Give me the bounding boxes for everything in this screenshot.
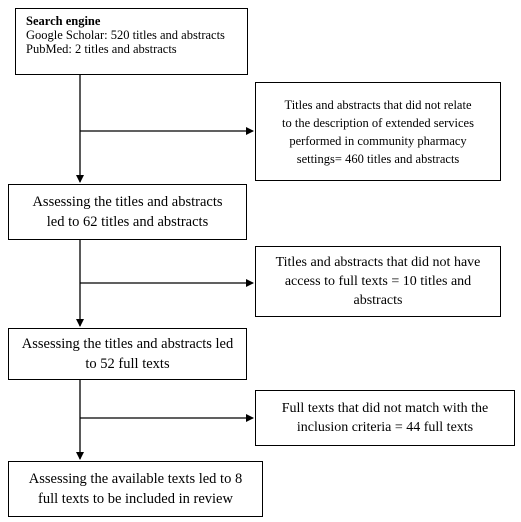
excluded-criteria-box: Full texts that did not match with the i… [255,390,515,446]
search-engine-heading: Search engine [26,14,101,28]
excluded-3-line-1: Full texts that did not match with the [281,401,489,416]
step-3-line-2: full texts to be included in review [38,491,233,507]
excluded-1-line-1: Titles and abstracts that did not relate [284,97,472,112]
excluded-3-line-2: inclusion criteria = 44 full texts [296,420,474,435]
step-3-line-1: Assessing the available texts led to 8 [28,471,243,487]
step-2-line-1: Assessing the titles and abstracts led [21,336,234,352]
screening-step-1-box: Assessing the titles and abstracts led t… [8,184,247,240]
google-scholar-count: Google Scholar: 520 titles and abstracts [26,28,225,42]
excluded-1-line-2: to the description of extended services [282,115,474,130]
included-final-box: Assessing the available texts led to 8 f… [8,461,263,517]
pubmed-count: PubMed: 2 titles and abstracts [26,42,177,56]
screening-step-2-box: Assessing the titles and abstracts led t… [8,328,247,380]
excluded-2-line-1: Titles and abstracts that did not have [275,255,481,270]
excluded-irrelevant-box: Titles and abstracts that did not relate… [255,82,501,181]
step-1-line-1: Assessing the titles and abstracts [32,194,223,210]
step-1-line-2: led to 62 titles and abstracts [46,214,209,230]
excluded-1-line-3: performed in community pharmacy [289,133,467,148]
excluded-2-line-2: access to full texts = 10 titles and [284,274,472,289]
step-2-line-2: to 52 full texts [85,356,170,372]
excluded-2-line-3: abstracts [353,293,403,308]
excluded-1-line-4: settings= 460 titles and abstracts [296,151,460,166]
excluded-no-access-box: Titles and abstracts that did not have a… [255,246,501,317]
search-engine-box: Search engine Google Scholar: 520 titles… [15,8,248,75]
